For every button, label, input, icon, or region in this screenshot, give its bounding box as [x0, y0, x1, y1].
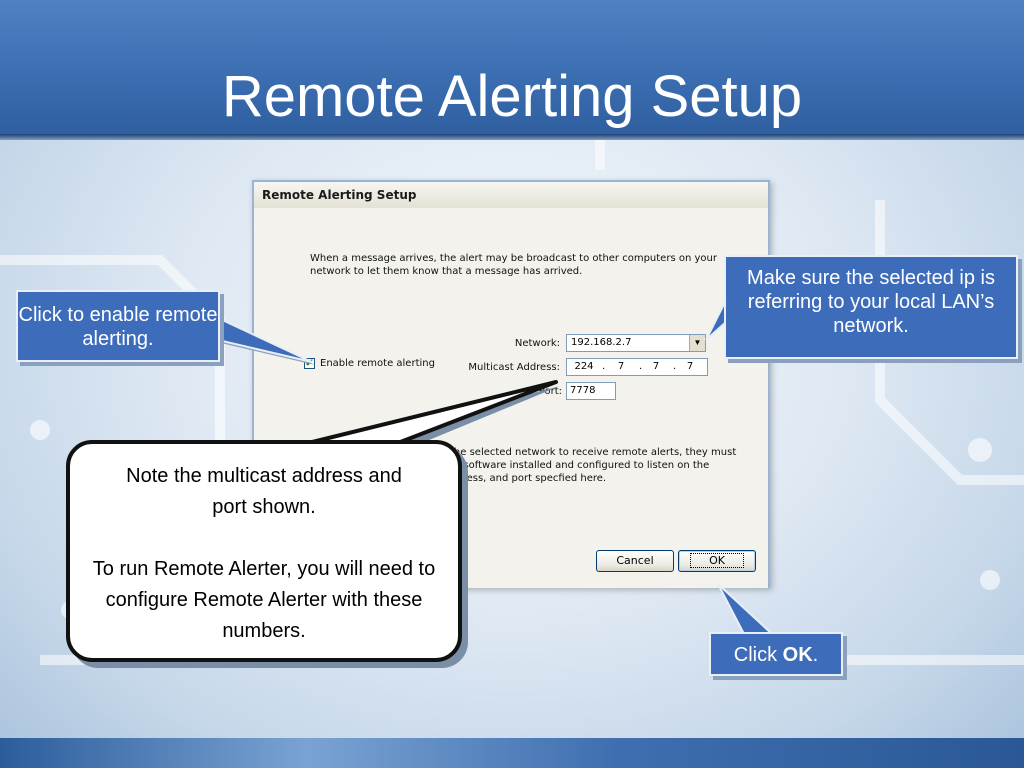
ok-button[interactable]: OK — [678, 550, 756, 572]
port-input[interactable]: 7778 — [566, 382, 616, 400]
callout-note-line2: To run Remote Alerter, you will need to … — [92, 558, 436, 642]
multicast-octet: 224 — [574, 361, 594, 372]
callout-ok-prefix: Click — [733, 644, 783, 666]
cancel-button[interactable]: Cancel — [596, 550, 674, 572]
network-label: Network: — [514, 338, 560, 349]
multicast-octet: 7 — [686, 361, 694, 372]
checkmark-icon: ✔ — [305, 358, 314, 369]
callout-ok-bold: OK — [782, 644, 813, 666]
callout-note-line1: Note the multicast address and port show… — [126, 465, 402, 518]
octet-separator: . — [673, 361, 677, 372]
octet-separator: . — [639, 361, 643, 372]
network-select-value: 192.168.2.7 — [571, 337, 632, 348]
callout-multicast-note: Note the multicast address and port show… — [66, 440, 462, 662]
intro-text: When a message arrives, the alert may be… — [310, 253, 717, 277]
multicast-label: Multicast Address: — [468, 362, 560, 373]
callout-network-ip: Make sure the selected ip is referring t… — [724, 255, 1018, 359]
callout-click-ok: Click OK. — [709, 632, 843, 676]
slide-title: Remote Alerting Setup — [221, 64, 803, 129]
chevron-down-icon[interactable]: ▼ — [689, 335, 705, 351]
title-divider — [0, 134, 1024, 140]
multicast-octet: 7 — [652, 361, 660, 372]
callout-enable-alerting: Click to enable remote alerting. — [16, 290, 220, 362]
enable-remote-alerting-checkbox[interactable]: ✔ — [304, 358, 315, 369]
multicast-octet: 7 — [617, 361, 625, 372]
ok-button-label: OK — [690, 553, 744, 568]
callout-ok-suffix: . — [812, 644, 819, 666]
multicast-address-input[interactable]: 224 . 7 . 7 . 7 — [566, 358, 708, 376]
octet-separator: . — [602, 361, 606, 372]
dialog-titlebar[interactable]: Remote Alerting Setup — [254, 182, 768, 209]
port-label: Port: — [538, 386, 562, 397]
callout-note-spacer — [70, 523, 458, 554]
dialog-title: Remote Alerting Setup — [262, 188, 417, 202]
enable-remote-alerting-label[interactable]: Enable remote alerting — [320, 358, 435, 369]
network-select[interactable]: 192.168.2.7 ▼ — [566, 334, 706, 352]
remote-alerter-note: the selected network to receive remote a… — [450, 447, 737, 484]
bottom-band — [0, 738, 1024, 768]
slide-title-bar — [0, 0, 1024, 134]
